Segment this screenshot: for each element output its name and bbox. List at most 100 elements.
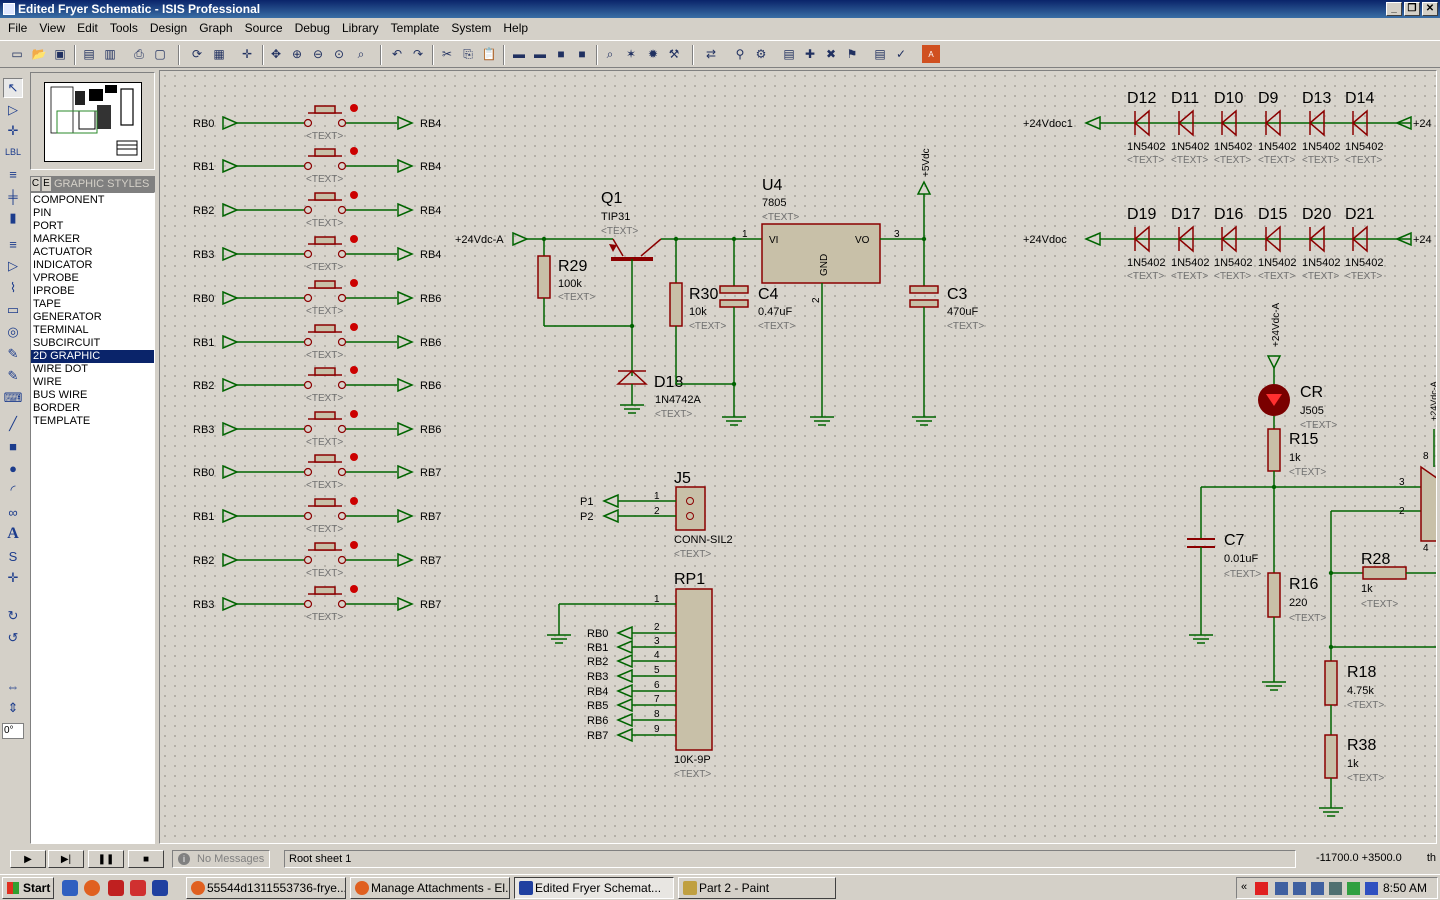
menu-library[interactable]: Library — [341, 21, 379, 35]
zoom-out-icon[interactable]: ⊖ — [312, 47, 324, 61]
tray-network-icon[interactable] — [1293, 882, 1306, 895]
tab-e[interactable]: E — [41, 176, 52, 192]
task-paint[interactable]: Part 2 - Paint — [678, 877, 836, 899]
refresh-icon[interactable]: ⟳ — [191, 47, 203, 61]
package-tool-icon[interactable]: ✹ — [647, 47, 659, 61]
new-file-icon[interactable]: ▭ — [11, 47, 23, 61]
style-item[interactable]: VPROBE — [33, 272, 79, 284]
undo-icon[interactable]: ↶ — [391, 47, 403, 61]
style-item[interactable]: GENERATOR — [33, 311, 102, 323]
copy-icon[interactable]: ⎘ — [463, 46, 473, 61]
overview-window[interactable] — [30, 72, 155, 170]
print-area-icon[interactable]: ▢ — [154, 47, 166, 61]
style-item[interactable]: ACTUATOR — [33, 246, 93, 258]
rotate-clockwise-icon[interactable]: ↻ — [7, 608, 19, 623]
minimize-button[interactable]: _ — [1386, 2, 1402, 16]
zoom-all-icon[interactable]: ⊙ — [333, 47, 345, 61]
tray-network-icon[interactable] — [1275, 882, 1288, 895]
task-firefox-2[interactable]: Manage Attachments - El... — [350, 877, 510, 899]
style-item[interactable]: INDICATOR — [33, 259, 93, 271]
cut-icon[interactable]: ✂ — [441, 47, 453, 61]
path-tool-icon[interactable]: ∞ — [8, 504, 18, 520]
menu-design[interactable]: Design — [149, 21, 188, 35]
device-pin-icon[interactable]: ▷ — [8, 258, 18, 273]
save-icon[interactable]: ▣ — [54, 47, 66, 61]
property-tool-icon[interactable]: ⚙ — [755, 47, 767, 61]
goto-sheet-icon[interactable]: ⚑ — [846, 47, 858, 61]
style-item[interactable]: TEMPLATE — [33, 415, 91, 427]
zoom-in-icon[interactable]: ⊕ — [291, 47, 303, 61]
virtual-instrument-icon[interactable]: ⌨ — [3, 390, 23, 405]
rotation-angle-field[interactable]: 0° — [2, 723, 24, 739]
app-quicklaunch-icon[interactable] — [108, 880, 124, 896]
remove-sheet-icon[interactable]: ✖ — [825, 47, 837, 61]
tab-c[interactable]: C — [30, 176, 41, 192]
message-indicator[interactable]: i No Messages — [172, 850, 270, 868]
style-item[interactable]: IPROBE — [33, 285, 75, 297]
menu-file[interactable]: File — [8, 21, 28, 35]
text-tool-icon[interactable]: A — [7, 525, 19, 542]
selection-mode-icon[interactable]: ↖ — [3, 78, 23, 98]
style-item[interactable]: MARKER — [33, 233, 81, 245]
style-item[interactable]: WIRE DOT — [33, 363, 88, 375]
pause-button[interactable]: ❚❚ — [88, 850, 124, 868]
style-item[interactable]: TERMINAL — [33, 324, 89, 336]
mirror-horizontal-icon[interactable]: ⇔ — [6, 678, 20, 694]
menu-edit[interactable]: Edit — [77, 21, 98, 35]
line-tool-icon[interactable]: ╱ — [9, 416, 17, 431]
tray-app-icon[interactable] — [1255, 882, 1268, 895]
pan-icon[interactable]: ✥ — [270, 47, 282, 61]
play-button[interactable]: ▶ — [10, 850, 46, 868]
menu-help[interactable]: Help — [503, 21, 529, 35]
add-sheet-icon[interactable]: ✚ — [804, 47, 816, 61]
mirror-vertical-icon[interactable]: ⇕ — [7, 700, 19, 715]
decompose-icon[interactable]: ⚒ — [668, 47, 680, 61]
block-move-icon[interactable]: ▬ — [534, 47, 546, 61]
style-item[interactable]: WIRE — [33, 376, 62, 388]
maximize-button[interactable]: ❐ — [1404, 2, 1420, 16]
style-item[interactable]: BUS WIRE — [33, 389, 88, 401]
app2-quicklaunch-icon[interactable] — [130, 880, 146, 896]
menu-tools[interactable]: Tools — [109, 21, 138, 35]
menu-template[interactable]: Template — [390, 21, 440, 35]
menu-debug[interactable]: Debug — [294, 21, 330, 35]
tray-network-icon[interactable] — [1311, 882, 1324, 895]
export-icon[interactable]: ▥ — [104, 47, 116, 61]
symbol-tool-icon[interactable]: S — [8, 548, 18, 564]
block-delete-icon[interactable]: ■ — [578, 47, 586, 61]
bus-icon[interactable]: ╪ — [8, 188, 18, 204]
wire-autorouter-icon[interactable]: ⇄ — [705, 47, 717, 61]
style-item[interactable]: TAPE — [33, 298, 61, 310]
box-tool-icon[interactable]: ■ — [9, 438, 17, 454]
style-item[interactable]: SUBCIRCUIT — [33, 337, 101, 349]
menu-source[interactable]: Source — [244, 21, 283, 35]
print-icon[interactable]: ⎙ — [134, 46, 144, 61]
grid-icon[interactable]: ▦ — [213, 47, 225, 61]
task-isis[interactable]: Edited Fryer Schemat... — [514, 877, 674, 899]
desktop-quicklaunch-icon[interactable] — [62, 880, 78, 896]
tray-display-icon[interactable] — [1329, 882, 1342, 895]
paste-icon[interactable]: 📋 — [481, 47, 497, 61]
new-sheet-icon[interactable]: ▤ — [783, 47, 795, 61]
style-item[interactable]: PIN — [33, 207, 52, 219]
search-tag-icon[interactable]: ⚲ — [735, 47, 745, 61]
text-script-icon[interactable]: ≡ — [9, 166, 17, 182]
close-button[interactable]: ✕ — [1422, 2, 1438, 16]
terminal-icon[interactable]: ≡ — [9, 236, 17, 252]
task-firefox-1[interactable]: 55544d1311553736-frye... — [186, 877, 346, 899]
pick-device-icon[interactable]: ⌕ — [606, 46, 614, 61]
menu-system[interactable]: System — [451, 21, 492, 35]
current-probe-icon[interactable]: ✎ — [7, 368, 19, 383]
style-item[interactable]: BORDER — [33, 402, 81, 414]
style-item[interactable]: COMPONENT — [33, 194, 105, 206]
rotate-anticlockwise-icon[interactable]: ↺ — [7, 630, 19, 645]
tape-recorder-icon[interactable]: ▭ — [6, 302, 20, 317]
redo-icon[interactable]: ↷ — [412, 47, 424, 61]
arc-tool-icon[interactable]: ◜ — [10, 482, 16, 497]
origin-icon[interactable]: ✛ — [241, 47, 253, 61]
import-icon[interactable]: ▤ — [83, 47, 95, 61]
marker-tool-icon[interactable]: ✛ — [7, 570, 19, 585]
zoom-area-icon[interactable]: ⌕ — [357, 46, 365, 61]
style-item-selected[interactable]: 2D GRAPHIC — [31, 350, 154, 363]
